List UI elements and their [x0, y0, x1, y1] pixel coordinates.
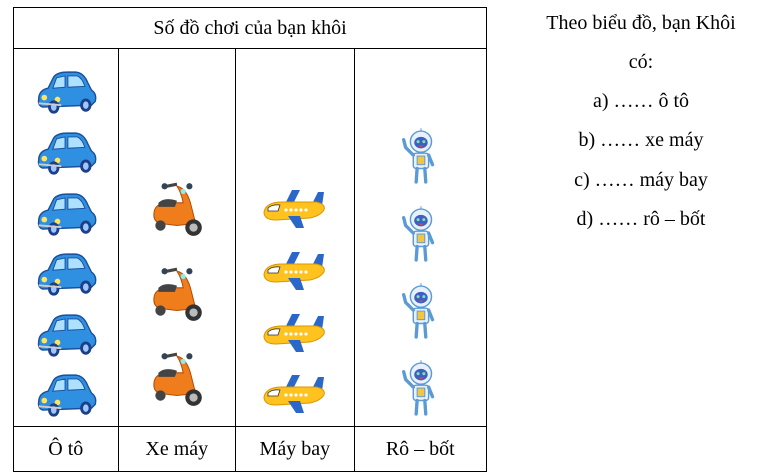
question-intro-line2: có:	[628, 51, 654, 73]
robot-icon	[396, 283, 444, 341]
question-item-a: a) …… ô tô	[592, 90, 690, 112]
pictograph-columns	[14, 48, 486, 428]
airplane-icon	[260, 310, 330, 355]
table-title: Số đồ chơi của bạn khôi	[14, 8, 486, 49]
label-airplanes: Máy bay	[236, 427, 355, 471]
pictograph-table: Số đồ chơi của bạn khôi Ô tô	[13, 7, 487, 472]
scooter-icon	[146, 348, 208, 410]
column-cars	[14, 48, 119, 428]
robot-icon	[396, 128, 444, 186]
category-labels: Ô tô Xe máy Máy bay Rô – bốt	[14, 426, 486, 471]
robot-icon	[396, 360, 444, 418]
car-icon	[33, 128, 99, 176]
label-scooters: Xe máy	[119, 427, 237, 471]
label-cars: Ô tô	[14, 427, 119, 471]
question-item-b: b) …… xe máy	[578, 129, 704, 151]
car-icon	[33, 310, 99, 358]
scooter-icon	[146, 263, 208, 325]
car-icon	[33, 67, 99, 115]
car-icon	[33, 370, 99, 418]
label-robots: Rô – bốt	[385, 437, 455, 460]
robot-icon	[396, 206, 444, 264]
question-item-d: d) …… rô – bốt	[576, 208, 706, 230]
airplane-icon	[260, 371, 330, 416]
column-airplanes	[236, 48, 355, 428]
column-robots	[355, 48, 486, 428]
airplane-icon	[260, 186, 330, 231]
column-scooters	[119, 48, 237, 428]
question-intro-line1: Theo biểu đồ, bạn Khôi	[546, 12, 736, 34]
car-icon	[33, 189, 99, 237]
car-icon	[33, 249, 99, 297]
airplane-icon	[260, 248, 330, 293]
question-item-c: c) …… máy bay	[574, 169, 708, 191]
scooter-icon	[146, 178, 208, 240]
